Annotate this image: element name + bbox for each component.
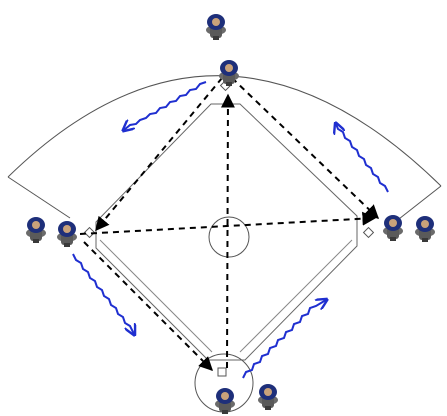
pass-route-home-to-second (227, 95, 228, 368)
player-figure-icon[interactable] (383, 215, 403, 241)
pass-routes (80, 78, 378, 370)
home-plate (218, 368, 226, 376)
players (26, 14, 435, 414)
player-figure-icon[interactable] (215, 388, 235, 414)
pitchers-mound (209, 217, 249, 257)
player-figure-icon[interactable] (26, 217, 46, 243)
pass-route-second-to-first (232, 78, 378, 218)
player-figure-icon[interactable] (206, 14, 226, 40)
left-foul-line (8, 177, 70, 218)
base-path-right (240, 240, 352, 352)
movement-arrows (73, 82, 388, 378)
wavy-arrow-icon (73, 254, 134, 334)
player-figure-icon[interactable] (57, 221, 77, 247)
first-base (364, 228, 374, 238)
pass-route-third-to-home (84, 242, 212, 370)
outfield-fence (8, 76, 441, 186)
wavy-arrow-icon (243, 300, 326, 378)
player-figure-icon[interactable] (415, 216, 435, 242)
wavy-arrow-icon (124, 82, 206, 130)
player-figure-icon[interactable] (258, 384, 278, 410)
base-path-left (100, 240, 212, 352)
pass-route-second-to-third (96, 78, 222, 230)
